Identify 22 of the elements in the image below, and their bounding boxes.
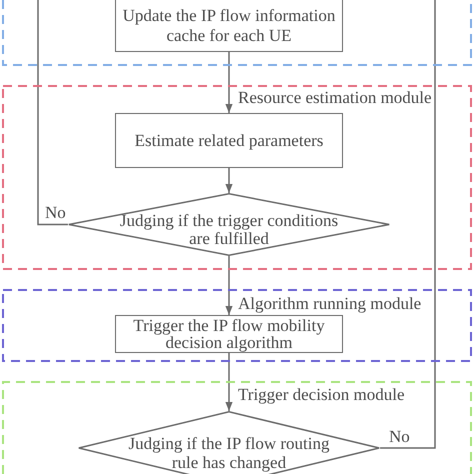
- process-box: [115, 0, 343, 52]
- decision-diamond: [78, 411, 380, 474]
- arrow: [225, 52, 233, 113]
- arrow: [225, 168, 233, 193]
- process-box: [115, 315, 343, 353]
- dashed-group-frame: [2, 381, 472, 474]
- process-box: [115, 113, 343, 168]
- box-text: Trigger the IP flow mobility decision algorithm: [132, 317, 326, 351]
- dashed-group-frame: [2, 289, 472, 362]
- box-text: Update the IP flow information cache for each UE: [122, 6, 336, 46]
- box-text: Judging if the trigger conditions are fulfilled: [118, 212, 340, 248]
- box-text: Estimate related parameters: [134, 130, 324, 150]
- dashed-group-frame: [2, 0, 472, 66]
- module-title: Algorithm running module: [236, 294, 424, 314]
- decision-diamond: [68, 193, 390, 256]
- module-title: Trigger decision module: [236, 385, 407, 405]
- arrow: [225, 353, 233, 411]
- box-text: Judging if the IP flow routing rule has changed: [128, 434, 330, 472]
- connector-line: [380, 0, 436, 449]
- connector-line: [37, 0, 68, 226]
- dashed-group-frame: [2, 85, 472, 270]
- arrow: [225, 256, 233, 315]
